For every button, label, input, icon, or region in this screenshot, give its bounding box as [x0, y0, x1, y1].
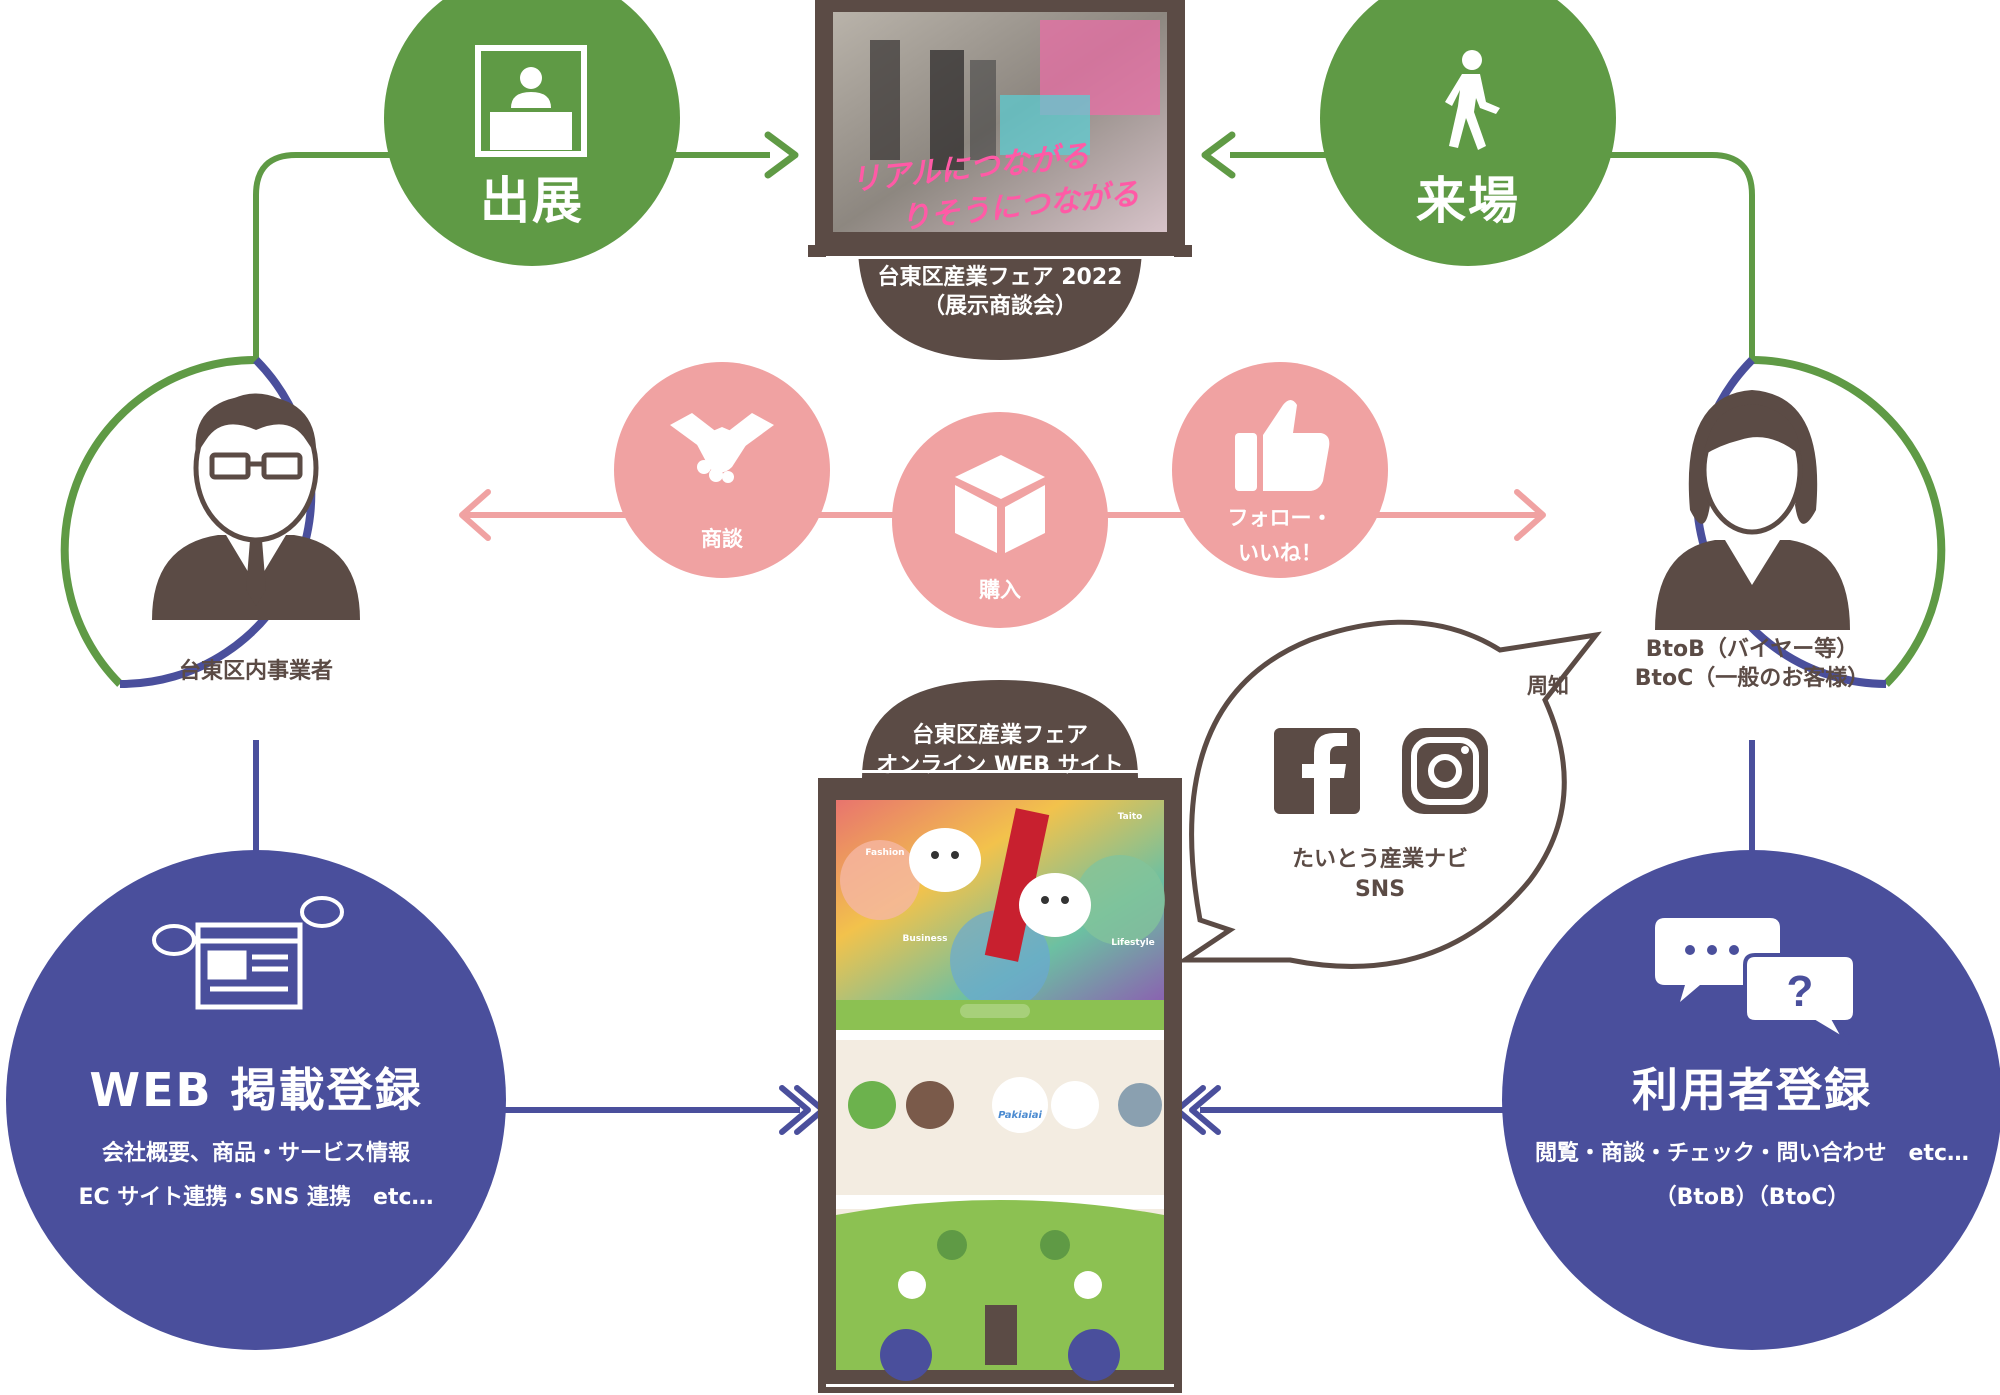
arrow-navy-left-1: [779, 1085, 811, 1135]
purchase-label[interactable]: 購入: [979, 578, 1021, 602]
web-register-desc-line-2: EC サイト連携・SNS 連携 etc…: [78, 1185, 434, 1210]
sns-label-line-1[interactable]: たいとう産業ナビ: [1291, 847, 1468, 872]
exhibit-label[interactable]: 出展: [480, 172, 584, 230]
follow-label-line-2[interactable]: いいね！: [1238, 541, 1322, 565]
site-lifestyle-label: Lifestyle: [1111, 938, 1155, 948]
speech-bubble-icon: [152, 896, 344, 956]
site-fashion-label: Fashion: [865, 848, 905, 858]
arrow-to-fair-left: [764, 131, 799, 179]
walking-person-icon: [1445, 50, 1500, 150]
site-brand-label: Pakiaiai: [998, 1110, 1042, 1121]
user-register-title[interactable]: 利用者登録: [1632, 1063, 1872, 1117]
green-arrowheads: [764, 131, 1236, 179]
chat-question-icon: ?: [1655, 918, 1857, 1046]
site-taito-label: Taito: [1117, 812, 1143, 822]
pink-arrowheads: [459, 489, 1546, 541]
handshake-icon: [670, 413, 774, 483]
line-visit: [1230, 152, 1755, 380]
exhibitor-booth-icon: [475, 45, 587, 157]
web-page-icon: [195, 922, 303, 1010]
negotiation-label[interactable]: 商談: [701, 527, 743, 551]
businessman-icon: [152, 393, 360, 620]
left-person-label: 台東区内事業者: [178, 659, 333, 684]
visit-circle: [1320, 0, 1616, 266]
site-business-label: Business: [902, 934, 948, 944]
site-title-line-1: 台東区産業フェア: [911, 723, 1088, 748]
arrow-pink-left: [459, 489, 491, 541]
arrow-to-fair-right: [1201, 131, 1236, 179]
arrow-navy-right-1: [1189, 1085, 1221, 1135]
user-register-circle: [1502, 850, 2000, 1350]
fair-title-line-1: 台東区産業フェア 2022: [877, 265, 1123, 290]
web-register-circle: [6, 850, 506, 1350]
instagram-icon: [1402, 728, 1488, 814]
businesswoman-icon: [1655, 390, 1850, 630]
user-register-desc-line-1: 閲覧・商談・チェック・問い合わせ etc…: [1534, 1141, 1970, 1166]
package-box-icon: [955, 455, 1045, 553]
sns-bubble: [1176, 619, 1602, 969]
site-title-line-2: オンライン WEB サイト: [876, 753, 1124, 778]
user-register-desc-line-2: （BtoB）（BtoC）: [1654, 1185, 1850, 1210]
right-ring-green: [1751, 356, 1946, 687]
svg-text:?: ?: [1787, 967, 1814, 1016]
web-register-desc-line-1: 会社概要、商品・サービス情報: [101, 1141, 410, 1166]
visit-label[interactable]: 来場: [1416, 172, 1520, 230]
sns-label-line-2[interactable]: SNS: [1354, 877, 1406, 902]
arrow-pink-right: [1514, 489, 1546, 541]
right-person-label-line-1: BtoB（バイヤー等）: [1645, 637, 1859, 662]
web-register-title[interactable]: WEB 掲載登録: [89, 1063, 423, 1117]
line-exhibit: [253, 152, 770, 380]
right-person-label-line-2: BtoC（一般のお客様）: [1634, 666, 1870, 691]
sns-notice-label: 周知: [1527, 674, 1569, 698]
website-tablet-frame: [818, 680, 1182, 1393]
fair-title-line-2: （展示商談会）: [922, 294, 1077, 319]
follow-label-line-1[interactable]: フォロー・: [1227, 506, 1333, 530]
left-ring-green: [60, 355, 257, 687]
purchase-circle: [892, 412, 1108, 628]
thumbs-up-icon: [1235, 400, 1330, 491]
fair-photo-frame: [808, 0, 1192, 360]
